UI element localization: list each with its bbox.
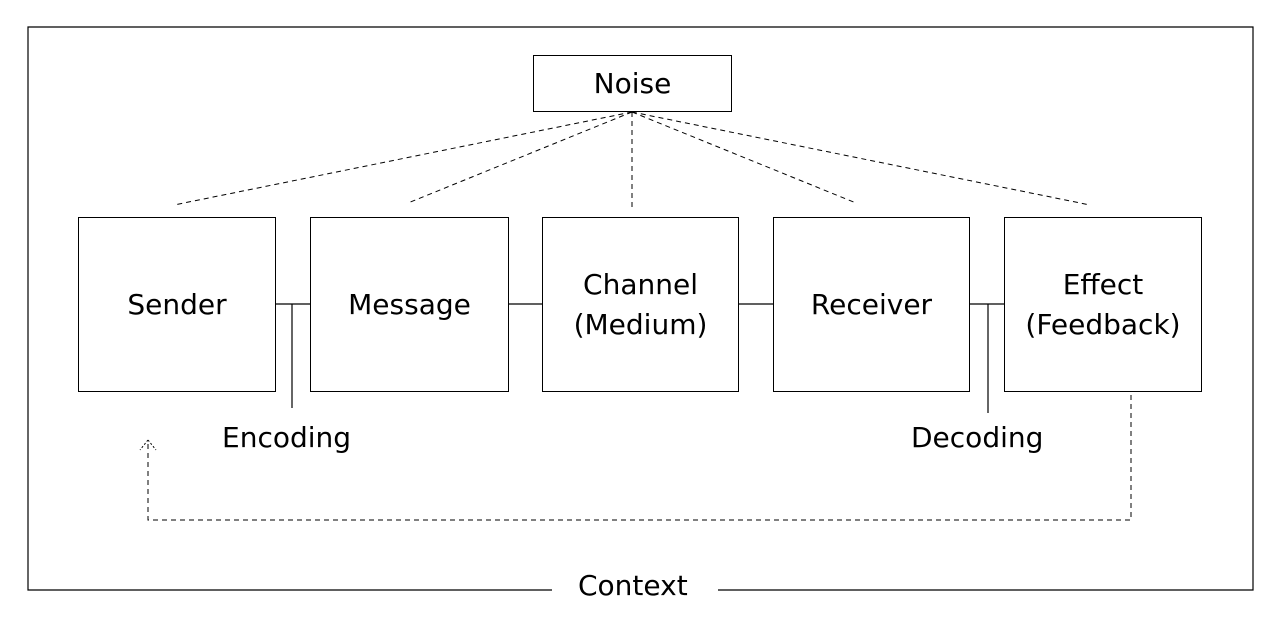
feedback-path	[147, 395, 1132, 521]
sender-box: Sender	[78, 217, 276, 392]
context-frame	[27, 26, 1254, 591]
channel-label: Channel	[583, 267, 698, 301]
noise-line-sender	[173, 111, 633, 206]
effect-label: Effect	[1062, 267, 1144, 301]
sender-label: Sender	[127, 287, 227, 321]
noise-line-message	[407, 111, 633, 204]
channel-sublabel: (Medium)	[573, 307, 708, 341]
noise-label: Noise	[593, 66, 672, 100]
feedback-loop	[147, 395, 1132, 521]
noise-lines	[173, 111, 1091, 210]
decoding-label: Decoding	[911, 421, 1044, 454]
noise-line-effect	[631, 111, 1091, 206]
effect-sublabel: (Feedback)	[1025, 307, 1181, 341]
receiver-label: Receiver	[810, 287, 933, 321]
receiver-box: Receiver	[773, 217, 970, 392]
effect-box: Effect (Feedback)	[1004, 217, 1202, 392]
box-connectors	[276, 303, 1004, 413]
context-label: Context	[578, 569, 688, 602]
noise-box: Noise	[533, 55, 732, 112]
message-box: Message	[310, 217, 509, 392]
noise-line-receiver	[631, 111, 857, 204]
channel-box: Channel (Medium)	[542, 217, 739, 392]
message-label: Message	[348, 287, 471, 321]
encoding-label: Encoding	[222, 421, 352, 454]
